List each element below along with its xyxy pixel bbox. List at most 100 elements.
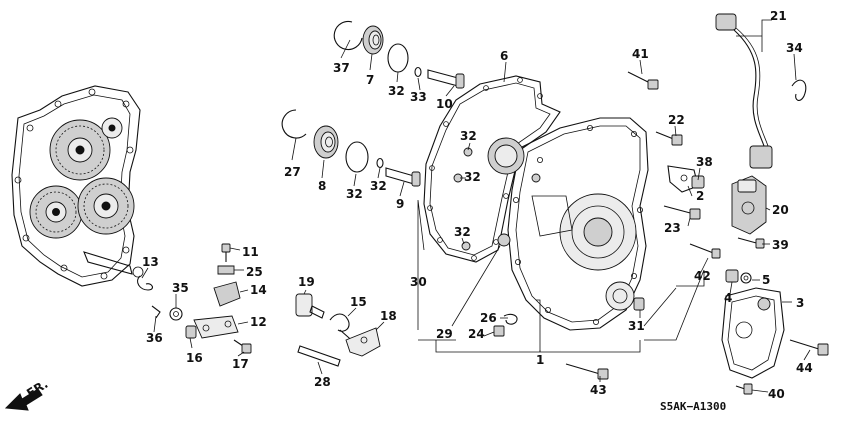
callout-38: 35 — [172, 281, 189, 295]
snap-ring-40 — [333, 20, 363, 50]
callout-1: 1 — [536, 353, 544, 367]
bolt-44 — [627, 71, 659, 90]
harness-21 — [715, 13, 807, 169]
gear-upper — [49, 119, 111, 181]
callout-41: 38 — [696, 155, 713, 169]
callout-6: 6 — [500, 49, 508, 63]
solenoid-20 — [731, 175, 767, 235]
callout-3: 3 — [796, 296, 804, 310]
callout-28: 28 — [314, 375, 331, 389]
callout-32-b: 32 — [464, 170, 481, 184]
gear-lower-right — [77, 177, 135, 235]
lever-18 — [345, 327, 381, 357]
lever-12 — [193, 315, 239, 339]
bracket-14 — [213, 281, 241, 307]
bolt-41 — [691, 175, 705, 189]
bolt-47 — [789, 339, 829, 356]
callout-19: 19 — [298, 275, 315, 289]
callout-21: 21 — [770, 9, 787, 23]
pin-19 — [295, 293, 325, 319]
clip-26 — [503, 313, 518, 325]
callout-22: 22 — [668, 113, 685, 127]
callout-12: 12 — [250, 315, 267, 329]
bolt-46 — [565, 363, 609, 380]
bolt-24 — [493, 325, 505, 337]
callout-14: 14 — [250, 283, 267, 297]
washer-5 — [740, 272, 752, 284]
seal-7 — [362, 25, 384, 55]
spring-13 — [137, 275, 154, 291]
bolt-11 — [221, 243, 231, 262]
pin-39 — [151, 305, 161, 319]
callout-8: 8 — [318, 179, 326, 193]
washer-38 — [169, 307, 183, 321]
callout-25: 25 — [246, 265, 263, 279]
callout-27: 27 — [284, 165, 301, 179]
leader-lines — [141, 19, 811, 393]
callout-42: 39 — [772, 238, 789, 252]
washer-36 — [414, 66, 422, 78]
clip-25 — [217, 265, 235, 275]
washer-35 — [376, 157, 384, 169]
callout-13: 13 — [142, 255, 159, 269]
callout-32-c: 32 — [454, 225, 471, 239]
shaft-9 — [385, 167, 421, 187]
callout-35: 32 — [370, 179, 387, 193]
o-ring-33 — [387, 43, 409, 73]
callout-47: 44 — [796, 361, 813, 375]
callout-17: 17 — [232, 357, 249, 371]
collar-16 — [185, 325, 197, 339]
callout-46: 43 — [590, 383, 607, 397]
bolt-23 — [663, 205, 701, 220]
callout-33: 32 — [388, 84, 405, 98]
bolt-17 — [233, 339, 252, 354]
callout-37: 34 — [786, 41, 803, 55]
callout-23: 23 — [664, 221, 681, 235]
callout-9: 9 — [396, 197, 404, 211]
callout-31: 31 — [628, 319, 645, 333]
callout-4: 4 — [724, 291, 732, 305]
bolt-42 — [737, 237, 765, 249]
plug-31 — [633, 297, 645, 311]
callout-40: 37 — [333, 61, 350, 75]
nut-4 — [725, 269, 739, 283]
bolt-22 — [655, 131, 683, 146]
bolt-43 — [735, 383, 753, 395]
plug-32 — [453, 147, 541, 251]
callout-7: 7 — [366, 73, 374, 87]
callout-10: 10 — [436, 97, 453, 111]
pin-28 — [297, 345, 341, 367]
callout-36: 33 — [410, 90, 427, 104]
callout-45: 42 — [694, 269, 711, 283]
transmission-housing — [11, 85, 144, 287]
callout-44: 41 — [632, 47, 649, 61]
cover-3 — [721, 287, 785, 379]
diagram-code: S5AK−A1300 — [660, 400, 726, 413]
callout-32-a: 32 — [460, 129, 477, 143]
callout-29: 29 — [436, 327, 453, 341]
callout-26: 26 — [480, 311, 497, 325]
callout-5: 5 — [762, 273, 770, 287]
bracket-2 — [667, 165, 699, 193]
callout-labels: 37 7 32 33 10 6 41 21 34 22 38 2 20 23 3… — [142, 9, 813, 401]
front-direction-arrow: FR. — [4, 377, 50, 411]
callout-15: 15 — [350, 295, 367, 309]
side-cover — [487, 117, 649, 331]
callout-43: 40 — [768, 387, 785, 401]
callout-18: 18 — [380, 309, 397, 323]
callout-34: 32 — [346, 187, 363, 201]
callout-39: 36 — [146, 331, 163, 345]
gear-lower-left — [29, 185, 83, 239]
callout-11: 11 — [242, 245, 259, 259]
callout-2: 2 — [696, 189, 704, 203]
callout-16: 16 — [186, 351, 203, 365]
bolt-45 — [689, 243, 721, 259]
shaft-10 — [427, 69, 465, 89]
callout-24: 24 — [468, 327, 485, 341]
callout-30: 30 — [410, 275, 427, 289]
seal-8 — [313, 125, 339, 159]
callout-20: 20 — [772, 203, 789, 217]
snap-ring-27 — [281, 109, 307, 139]
